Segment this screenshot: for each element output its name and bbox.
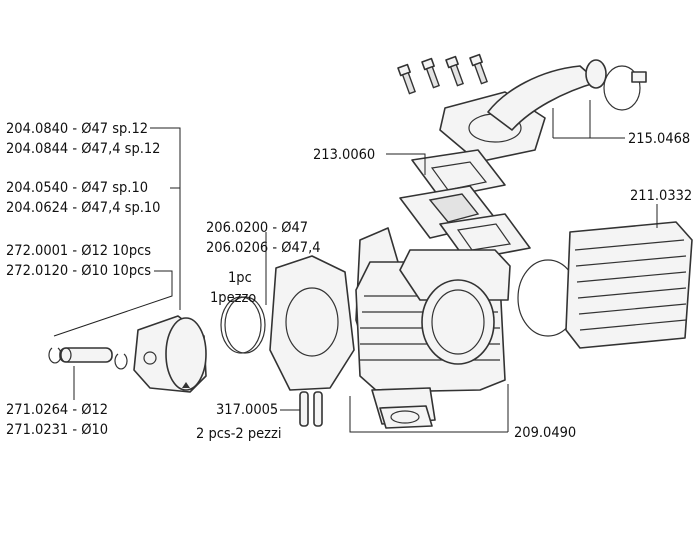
part-labels: 204.0840 - Ø47 sp.12 204.0844 - Ø47,4 sp… [6,121,692,442]
label-dowel-b: 2 pcs-2 pezzi [196,426,281,442]
base-gasket [269,255,355,391]
dowel-pins [299,391,323,427]
leader-lines [53,100,658,433]
label-manifold: 215.0468 [628,131,690,147]
label-ring-qty-b: 1pezzo [210,290,256,306]
piston [133,315,207,393]
hose-clamp [603,65,647,111]
manifold-bolts [397,53,488,95]
label-ring-b: 206.0206 - Ø47,4 [206,240,321,256]
label-piston-c: 204.0540 - Ø47 sp.10 [6,180,148,196]
label-ring-qty-a: 1pc [228,270,252,286]
circlips [48,347,128,370]
label-piston-a: 204.0840 - Ø47 sp.12 [6,121,148,137]
piston-rings [220,296,266,354]
cylinder-head [565,221,693,349]
label-dowel-a: 317.0005 [216,402,278,418]
cylinder [355,227,511,425]
label-ring-a: 206.0200 - Ø47 [206,220,308,236]
piston-pin [59,347,113,363]
label-piston-b: 204.0844 - Ø47,4 sp.12 [6,141,160,157]
label-pin-b: 271.0231 - Ø10 [6,422,108,438]
label-reed: 213.0060 [313,147,375,163]
label-piston-d: 204.0624 - Ø47,4 sp.10 [6,200,160,216]
exhaust-gasket [379,405,433,429]
label-head: 211.0332 [630,188,692,204]
label-cylinder: 209.0490 [514,425,576,441]
intake-gasket [439,213,531,261]
label-clip-b: 272.0120 - Ø10 10pcs [6,263,151,279]
intake-manifold [439,59,607,163]
label-clip-a: 272.0001 - Ø12 10pcs [6,243,151,259]
reed-valve-gasket [411,149,506,199]
label-pin-a: 271.0264 - Ø12 [6,402,108,418]
